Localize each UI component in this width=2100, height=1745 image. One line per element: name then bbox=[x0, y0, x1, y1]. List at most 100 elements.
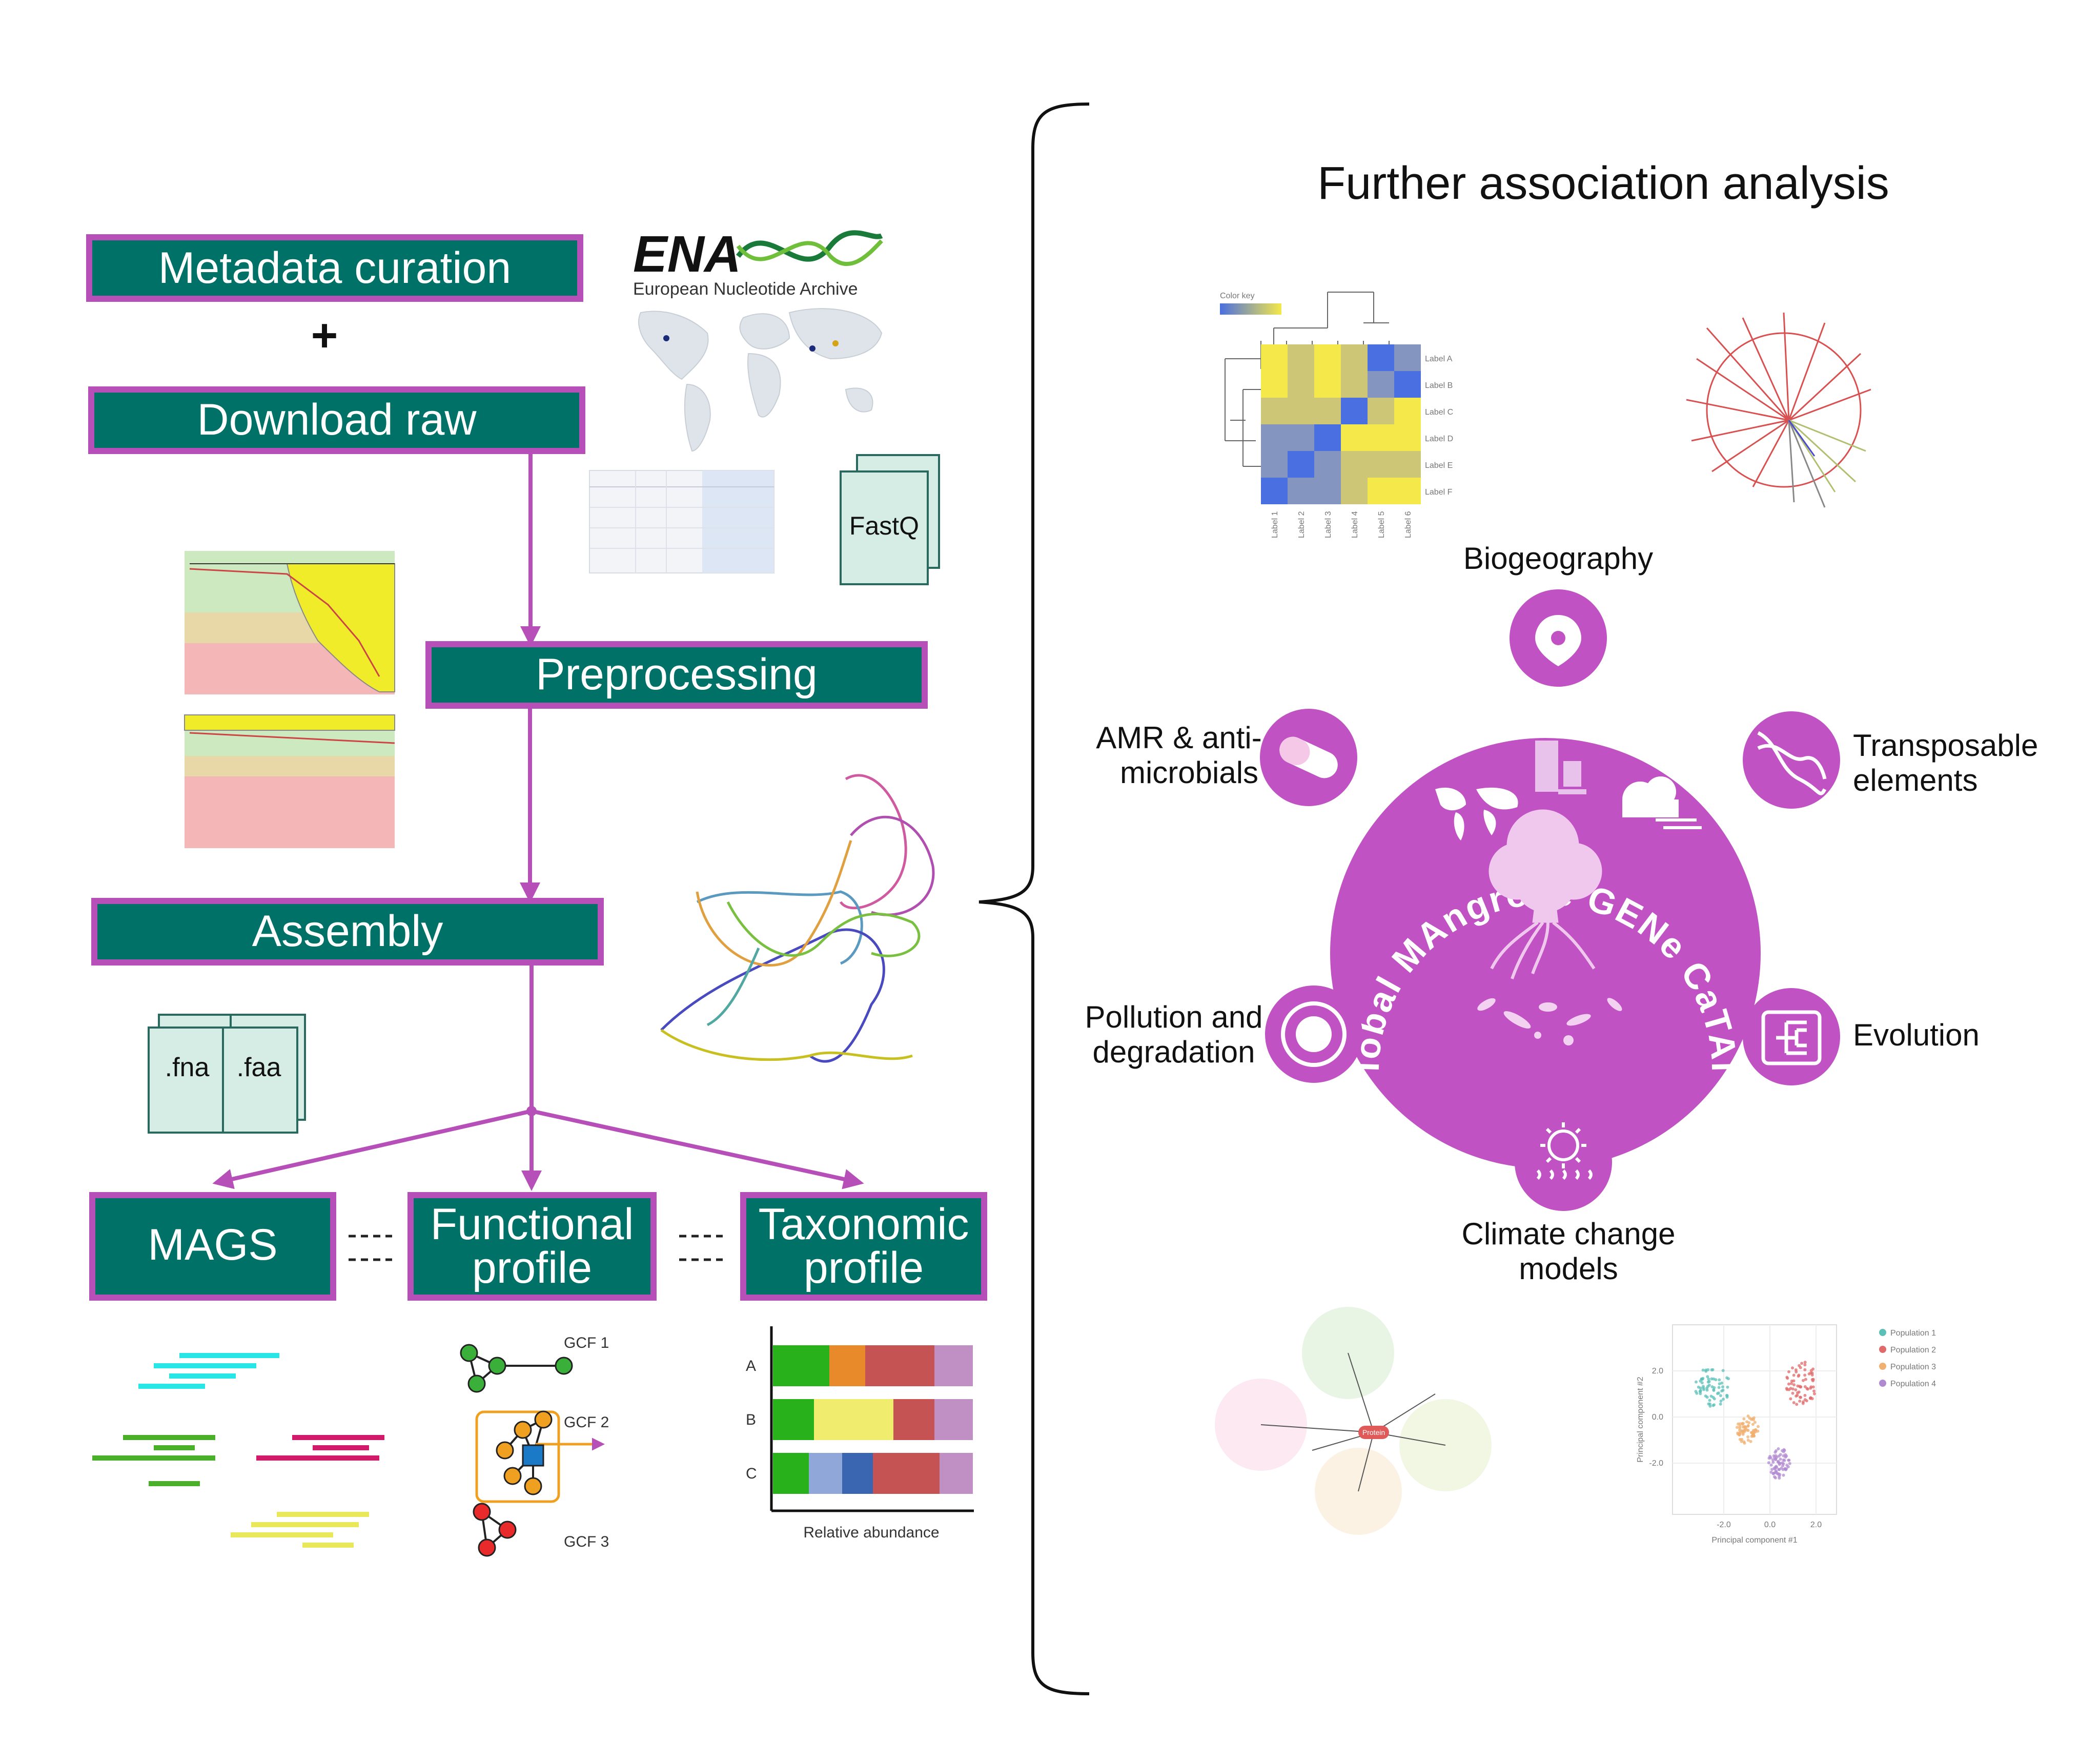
heatmap-col-2: Label 2 bbox=[1297, 511, 1306, 538]
pca-point bbox=[1711, 1395, 1715, 1399]
mags-step: MAGS bbox=[89, 1192, 336, 1301]
gcf2-label: GCF 2 bbox=[564, 1414, 609, 1431]
pca-point bbox=[1783, 1459, 1786, 1462]
pca-point bbox=[1783, 1449, 1786, 1452]
world-map-icon bbox=[638, 308, 883, 452]
pca-point bbox=[1752, 1434, 1756, 1438]
pca-point bbox=[1803, 1368, 1807, 1371]
fastq-file-icon: FastQ bbox=[840, 454, 940, 585]
pollution-topic: Pollution and degradation bbox=[1085, 986, 1362, 1083]
heatmap-col-6: Label 6 bbox=[1404, 511, 1413, 538]
pca-point bbox=[1695, 1380, 1698, 1384]
pca-point bbox=[1706, 1368, 1710, 1371]
pca-point bbox=[1779, 1457, 1782, 1461]
pca-point bbox=[1742, 1440, 1746, 1444]
pca-point bbox=[1720, 1381, 1724, 1385]
database-servers-icon bbox=[1535, 741, 1586, 794]
quality-plot-raw bbox=[185, 551, 395, 694]
pca-xlabel: Principal component #1 bbox=[1711, 1536, 1797, 1545]
pca-legend: Population 1 Population 2 Population 3 P… bbox=[1879, 1329, 1936, 1388]
pca-point bbox=[1718, 1378, 1721, 1382]
pca-point bbox=[1781, 1461, 1784, 1465]
pca-point bbox=[1749, 1440, 1752, 1443]
biogeography-topic: Biogeography bbox=[1463, 541, 1653, 687]
curly-brace bbox=[978, 102, 1090, 1695]
pca-point bbox=[1725, 1376, 1729, 1380]
workflow-arrows bbox=[212, 451, 864, 1191]
pca-point bbox=[1708, 1404, 1712, 1408]
transposable-label-line1: Transposable bbox=[1853, 728, 2038, 763]
pca-point bbox=[1743, 1425, 1746, 1428]
pca-point bbox=[1710, 1385, 1714, 1388]
pca-point bbox=[1706, 1385, 1709, 1388]
amr-label-line1: AMR & anti- bbox=[1096, 721, 1261, 755]
pca-ytick-3: -2.0 bbox=[1649, 1459, 1663, 1468]
association-title: Further association analysis bbox=[1317, 158, 1889, 209]
mag-bins-icon bbox=[92, 1353, 384, 1548]
pca-panel: 2.0 0.0 -2.0 -2.0 0.0 2.0 Principal comp… bbox=[1636, 1324, 1936, 1545]
heatmap-row-a: Label A bbox=[1425, 355, 1453, 363]
pca-point bbox=[1787, 1370, 1790, 1373]
pca-point bbox=[1738, 1428, 1741, 1432]
heatmap-color-key: Color key bbox=[1220, 292, 1255, 300]
pca-point bbox=[1782, 1473, 1785, 1477]
pca-point bbox=[1799, 1366, 1802, 1369]
pca-point bbox=[1802, 1400, 1805, 1404]
pca-point bbox=[1702, 1386, 1705, 1390]
biogeography-label: Biogeography bbox=[1463, 541, 1653, 576]
pill-icon bbox=[1279, 736, 1338, 778]
sun-heat-icon bbox=[1536, 1122, 1593, 1180]
ena-logo: ENA European Nucleotide Archive bbox=[633, 225, 883, 299]
pca-point bbox=[1753, 1421, 1757, 1424]
pca-point bbox=[1742, 1417, 1746, 1421]
pca-point bbox=[1791, 1391, 1795, 1395]
pca-point bbox=[1717, 1386, 1721, 1389]
pca-point bbox=[1797, 1373, 1801, 1377]
pca-point bbox=[1784, 1455, 1787, 1459]
dna-icon bbox=[1757, 731, 1827, 795]
pca-point bbox=[1718, 1382, 1721, 1386]
pca-point bbox=[1722, 1398, 1725, 1401]
plus-sign: + bbox=[311, 310, 338, 361]
pca-point bbox=[1746, 1435, 1750, 1439]
pca-point bbox=[1781, 1464, 1784, 1468]
assembly-step: Assembly bbox=[91, 898, 604, 966]
pca-point bbox=[1719, 1402, 1722, 1406]
pca-point bbox=[1800, 1362, 1804, 1365]
pca-point bbox=[1740, 1438, 1744, 1441]
bar-b bbox=[773, 1399, 973, 1440]
pca-point bbox=[1777, 1468, 1781, 1471]
pca-point bbox=[1708, 1399, 1711, 1402]
amr-label-line2: microbials bbox=[1120, 755, 1258, 790]
gcf-network-icon: GCF 1 GCF 2 GCF 3 bbox=[460, 1335, 609, 1557]
taxonomic-profile-line2: profile bbox=[804, 1243, 924, 1292]
pca-ylabel: Principal component #2 bbox=[1636, 1377, 1645, 1462]
pca-point bbox=[1810, 1373, 1814, 1377]
pca-point bbox=[1700, 1377, 1703, 1381]
pollution-label-line1: Pollution and bbox=[1085, 1000, 1263, 1034]
pca-point bbox=[1803, 1373, 1807, 1377]
pca-point bbox=[1791, 1366, 1794, 1370]
pca-point bbox=[1741, 1422, 1744, 1425]
pca-point bbox=[1796, 1393, 1799, 1397]
pca-point bbox=[1767, 1461, 1770, 1465]
pca-point bbox=[1789, 1397, 1792, 1401]
pca-point bbox=[1788, 1462, 1791, 1465]
pca-point bbox=[1803, 1361, 1807, 1364]
pca-point bbox=[1777, 1461, 1781, 1465]
pca-point bbox=[1771, 1461, 1775, 1464]
transposable-label-line2: elements bbox=[1853, 763, 1977, 797]
pca-point bbox=[1745, 1420, 1748, 1424]
pca-point bbox=[1789, 1387, 1792, 1390]
taxonomic-profile-line1: Taxonomic bbox=[758, 1200, 969, 1249]
pca-legend-4: Population 4 bbox=[1890, 1380, 1936, 1388]
pca-point bbox=[1746, 1439, 1750, 1442]
pca-point bbox=[1767, 1456, 1771, 1460]
pca-point bbox=[1792, 1373, 1796, 1377]
heatmap-col-1: Label 1 bbox=[1271, 511, 1279, 538]
pca-point bbox=[1746, 1429, 1750, 1432]
pca-point bbox=[1802, 1379, 1805, 1382]
pca-point bbox=[1773, 1471, 1777, 1474]
pca-point bbox=[1777, 1447, 1780, 1450]
pca-point bbox=[1785, 1387, 1788, 1390]
